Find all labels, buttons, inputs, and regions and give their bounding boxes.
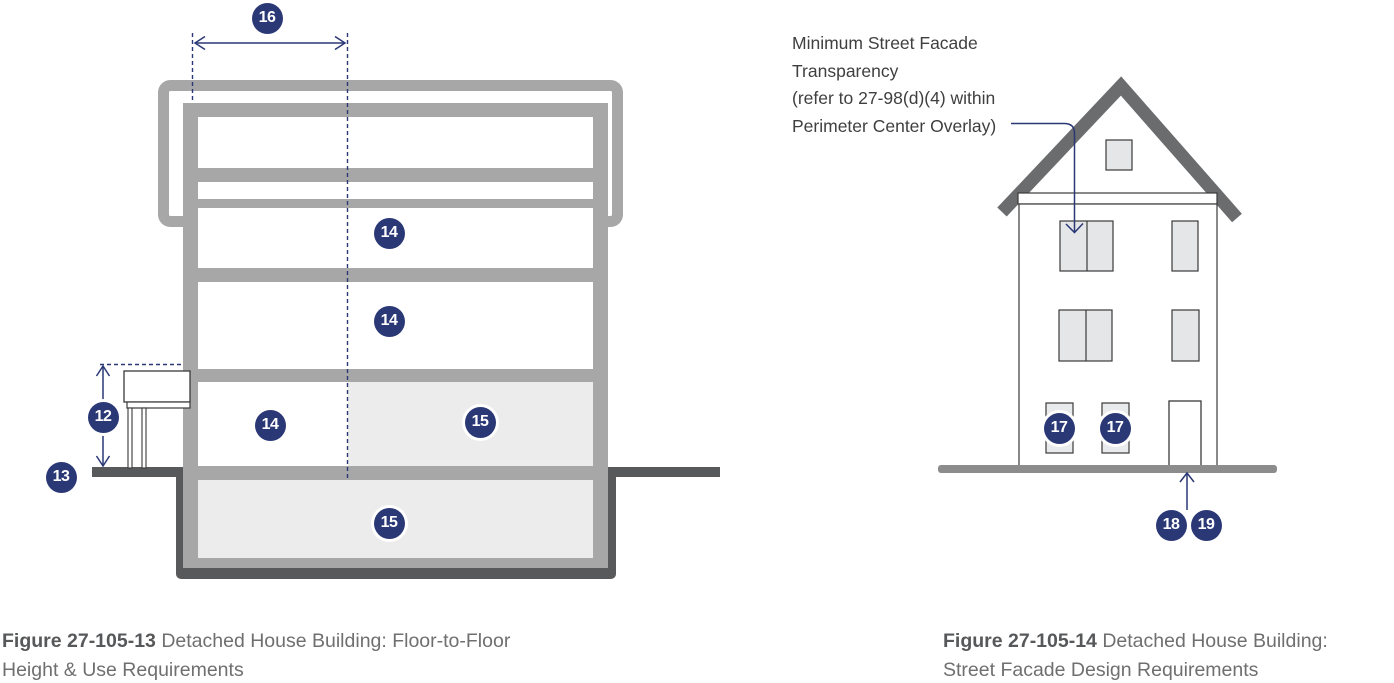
transparency-annotation: Minimum Street Facade Transparency (refe…: [792, 30, 996, 140]
figure-caption-left: Figure 27-105-13 Detached House Building…: [2, 627, 510, 683]
badge-16: 16: [251, 2, 283, 34]
leader-arrowhead-icon: [1065, 222, 1084, 234]
badge-14-middle: 14: [373, 305, 405, 337]
caption-line: Figure 27-105-14 Detached House Building…: [943, 627, 1328, 656]
annotation-line: (refer to 27-98(d)(4) within: [792, 88, 996, 108]
arrowhead-left-icon: [193, 35, 206, 51]
attic-window: [1105, 139, 1133, 171]
section-grade-line-right: [608, 467, 720, 477]
porch-beam: [126, 401, 191, 409]
caption-text: Detached House Building:: [1096, 630, 1328, 652]
badge-12: 12: [87, 401, 119, 433]
figure-number: Figure 27-105-14: [943, 630, 1097, 652]
badge-15-ground: 15: [464, 406, 496, 438]
annotation-line: Perimeter Center Overlay): [792, 115, 997, 136]
figure-number: Figure 27-105-13: [2, 630, 156, 652]
annotation-line: Minimum Street Facade: [792, 33, 978, 53]
caption-line: Height & Use Requirements: [2, 659, 244, 681]
figure-caption-right: Figure 27-105-14 Detached House Building…: [943, 627, 1328, 683]
arrowhead-up-icon: [1179, 471, 1195, 483]
badge-17-right: 17: [1099, 412, 1131, 444]
annotation-line: Transparency: [792, 60, 899, 81]
badge-14-ground: 14: [254, 409, 286, 441]
section-attic-room: [198, 117, 593, 168]
caption-line: Street Facade Design Requirements: [943, 659, 1259, 681]
second-floor-window-right: [1171, 220, 1199, 272]
badge-14-upper: 14: [373, 217, 405, 249]
facade-fascia-band: [1017, 192, 1218, 205]
badge-18: 18: [1155, 509, 1187, 541]
facade-roof: [997, 76, 1242, 223]
caption-text: Detached House Building: Floor-to-Floor: [155, 630, 511, 652]
badge-17-left: 17: [1043, 412, 1075, 444]
arrowhead-up-icon: [95, 364, 111, 377]
arrowhead-down-icon: [95, 455, 111, 468]
porch-roof: [123, 370, 191, 403]
badge-13: 13: [45, 461, 77, 493]
arrowhead-right-icon: [334, 35, 347, 51]
badge-19: 19: [1190, 509, 1222, 541]
annotation-leader-line: [1011, 122, 1076, 232]
porch-post-right: [141, 407, 147, 469]
section-kneewall-strip: [198, 182, 593, 199]
first-floor-window-right: [1171, 309, 1200, 362]
entry-door: [1168, 400, 1202, 467]
caption-line: Figure 27-105-13 Detached House Building…: [2, 627, 510, 656]
facade-grade-line: [938, 465, 1277, 473]
porch-post-left: [127, 407, 133, 469]
badge-15-basement: 15: [373, 507, 405, 539]
section-grade-line-left: [92, 467, 183, 477]
